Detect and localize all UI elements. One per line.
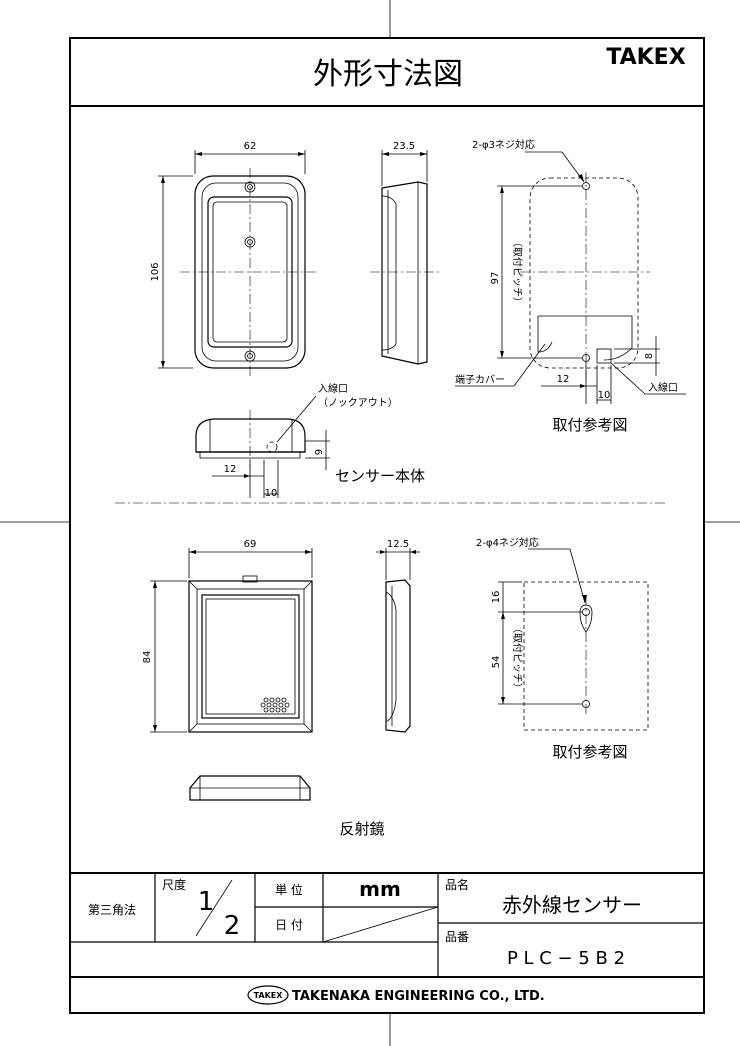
page-title: 外形寸法図	[313, 57, 463, 92]
knockout-note: （ノックアウト）	[318, 397, 398, 409]
footer-logo-text: TAKEX	[254, 991, 284, 1000]
sensor-mount-caption: 取付参考図	[552, 416, 627, 434]
sensor-side-view	[370, 181, 440, 365]
product-no-label: 品番	[445, 930, 469, 944]
date-label: 日 付	[275, 918, 303, 932]
dim-sensor-width: 62	[244, 141, 257, 152]
dim-sensor-12: 12	[557, 374, 570, 385]
brand-logo: TAKEX	[606, 45, 685, 70]
dim-sensor-10: 10	[598, 390, 611, 401]
reflector-screw-note: 2-φ4ネジ対応	[476, 536, 539, 549]
company-name: TAKENAKA ENGINEERING CO., LTD.	[292, 989, 545, 1004]
dim-sensor-bottom-10: 10	[265, 488, 278, 499]
dim-reflector-width: 69	[244, 539, 257, 550]
company-logo	[247, 985, 289, 1005]
reflector-lens-pattern	[260, 697, 290, 713]
sensor-mounting-template	[520, 172, 650, 380]
knockout-inlet-label: 入線口	[318, 382, 348, 395]
projection-method: 第三角法	[88, 903, 136, 917]
drawing-frame	[69, 37, 705, 1014]
title-block	[70, 872, 704, 978]
sensor-bottom-view	[195, 410, 306, 470]
scale-label: 尺度	[162, 877, 186, 892]
dim-reflector-pitch: 54	[491, 656, 502, 669]
dim-sensor-8: 8	[644, 353, 655, 359]
scale-numerator: 1	[198, 887, 215, 917]
dim-reflector-depth: 12.5	[387, 539, 409, 550]
reflector-pitch-note: （取付ピッチ）	[511, 623, 524, 693]
inlet-label: 入線口	[648, 381, 678, 394]
product-name: 赤外線センサー	[502, 893, 642, 917]
dim-sensor-pitch: 97	[490, 272, 501, 285]
reflector-bottom-view	[189, 775, 311, 801]
reflector-side-view	[385, 579, 411, 733]
sensor-pitch-note: （取付ピッチ）	[511, 237, 524, 307]
sensor-screw-note: 2-φ3ネジ対応	[472, 138, 535, 151]
dim-reflector-height: 84	[142, 651, 153, 664]
sensor-front-view	[180, 168, 318, 378]
dim-sensor-depth: 23.5	[393, 141, 415, 152]
unit-label: 単 位	[275, 882, 303, 897]
reflector-front-view	[188, 575, 313, 733]
unit-value: mm	[359, 877, 401, 901]
dim-sensor-9: 9	[314, 449, 325, 455]
product-name-label: 品名	[445, 877, 469, 892]
product-number: P L C − 5 B 2	[507, 948, 625, 969]
sensor-caption: センサー本体	[335, 467, 425, 485]
reflector-mounting-template	[523, 581, 649, 731]
reflector-mount-caption: 取付参考図	[552, 743, 627, 761]
reflector-caption: 反射鏡	[339, 820, 384, 838]
dim-sensor-bottom-12: 12	[224, 464, 237, 475]
dim-reflector-16: 16	[491, 591, 502, 604]
terminal-cover-label: 端子カバー	[455, 373, 505, 386]
scale-denominator: 2	[224, 911, 241, 941]
dim-sensor-height: 106	[150, 262, 161, 281]
